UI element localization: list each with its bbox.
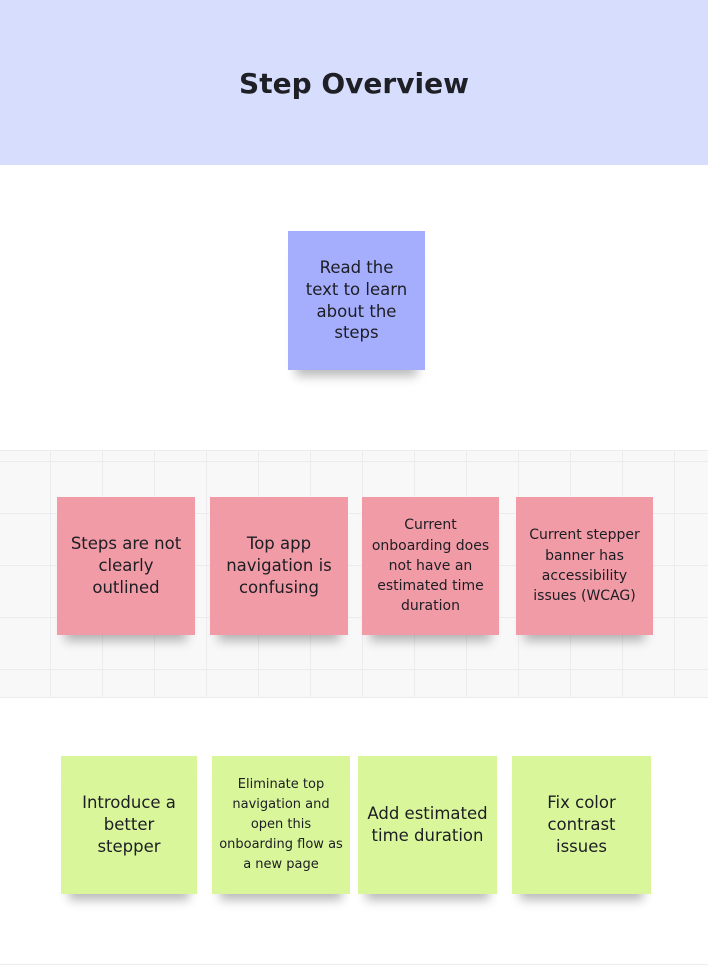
page-title: Step Overview [239,67,469,100]
sticky-note-problem[interactable]: Current onboarding does not have an esti… [362,497,499,635]
sticky-note-text: Fix color contrast issues [547,793,616,856]
sticky-note-text: Add estimated time duration [367,804,488,845]
section-divider [0,964,708,965]
sticky-note-text: Read the text to learn about the steps [305,257,408,343]
sticky-note-solution[interactable]: Add estimated time duration [358,756,497,894]
sticky-note-problem[interactable]: Top app navigation is confusing [210,497,348,635]
sticky-note-text: Current stepper banner has accessibility… [529,527,640,605]
header-banner: Step Overview [0,0,708,165]
sticky-note-text: Introduce a better stepper [82,793,176,856]
sticky-note-text: Top app navigation is confusing [226,534,332,597]
sticky-note-text: Eliminate top navigation and open this o… [219,776,343,873]
sticky-note-intro[interactable]: Read the text to learn about the steps [288,231,425,370]
sticky-note-text: Steps are not clearly outlined [70,534,182,597]
sticky-note-text: Current onboarding does not have an esti… [371,517,490,615]
sticky-note-solution[interactable]: Introduce a better stepper [61,756,197,894]
sticky-note-solution[interactable]: Fix color contrast issues [512,756,651,894]
sticky-note-solution[interactable]: Eliminate top navigation and open this o… [212,756,350,894]
sticky-note-problem[interactable]: Steps are not clearly outlined [57,497,195,635]
sticky-note-problem[interactable]: Current stepper banner has accessibility… [516,497,653,635]
